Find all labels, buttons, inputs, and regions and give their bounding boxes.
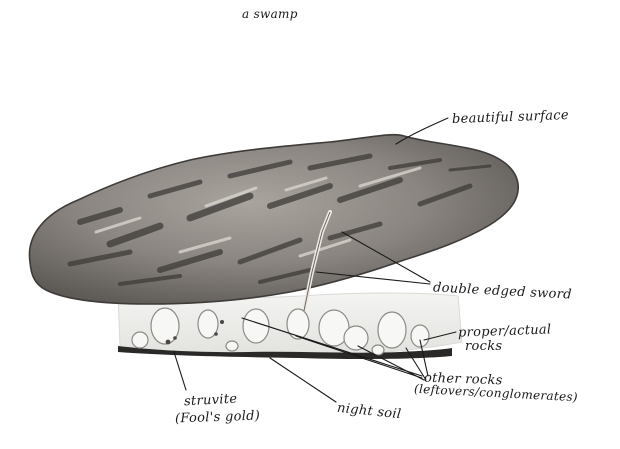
pebble — [372, 345, 384, 355]
label-struvite: struvite — [184, 392, 238, 410]
label-rocks: rocks — [465, 339, 502, 354]
diagram-title: a swamp — [242, 7, 298, 21]
pebble — [411, 325, 429, 347]
callout-night-soil — [270, 358, 336, 402]
label-fools-gold: (Fool's gold) — [175, 409, 261, 427]
pebble — [226, 341, 238, 351]
pebble — [344, 326, 368, 350]
pebble — [132, 332, 148, 348]
callout-struvite — [174, 352, 186, 390]
pebble — [378, 312, 406, 348]
pebble — [287, 309, 309, 339]
